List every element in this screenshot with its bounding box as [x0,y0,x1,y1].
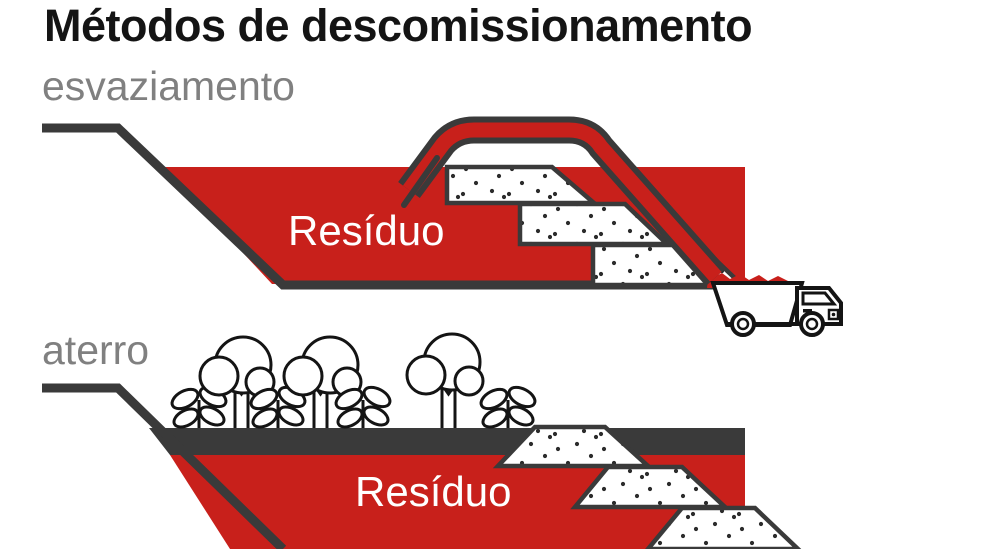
truck-headlight [831,312,836,317]
vegetation-group [170,332,537,429]
diagram-aterro [42,332,802,549]
dam-terrace-bottom-3 [645,505,802,549]
truck-wheel-rear-hub [736,317,750,331]
shrub [334,385,392,429]
dump-truck [710,281,843,337]
diagram-esvaziamento [42,116,843,337]
truck-door-handle [803,309,812,313]
truck-wheel-front-hub [805,317,819,331]
tree [198,335,276,428]
tree [405,332,485,428]
discharge-pipe-intake [401,155,440,208]
page-title: Métodos de descomissionamento [44,0,753,51]
residue-label-aterro: Resíduo [355,468,512,515]
section-subtitle-esvaziamento: esvaziamento [42,63,295,109]
residue-label-esvaziamento: Resíduo [288,207,445,254]
basin-outline-bottom [42,383,287,549]
basin-outline-top [42,123,745,290]
truck-bin [710,281,805,327]
truck-window [801,291,838,306]
discharge-pipe-flow [402,122,722,282]
section-subtitle-aterro: aterro [42,327,150,373]
shrub [249,385,307,429]
earth-cap-layer [149,428,745,455]
tree [282,335,363,428]
shrub [479,385,537,429]
